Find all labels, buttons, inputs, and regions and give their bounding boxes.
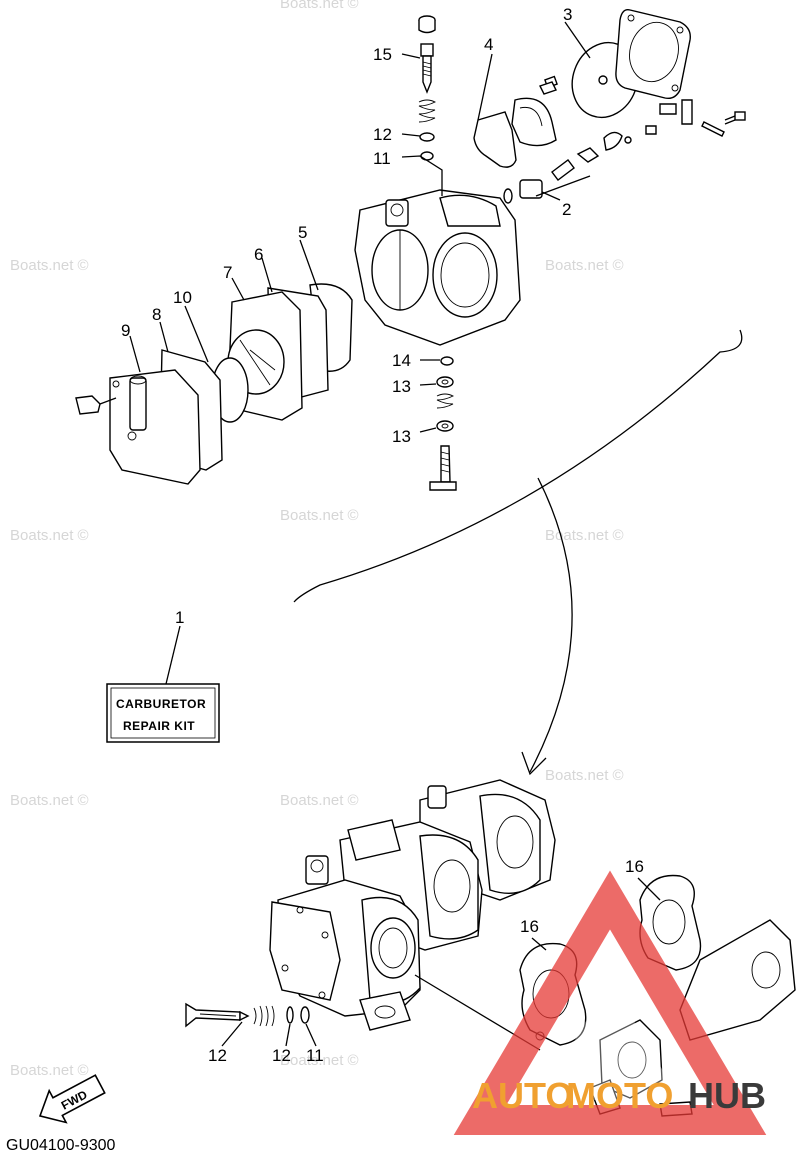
part-11-o-ring (300, 1006, 310, 1024)
callout-7: 7 (223, 263, 232, 282)
part-2-needle-valve (503, 147, 600, 204)
part-11-o-ring (420, 151, 434, 161)
watermark: Boats.net © (10, 527, 89, 544)
logo-text-auto: AUTO (472, 1075, 573, 1116)
assembly-arrow-head (521, 751, 547, 776)
watermark: Boats.net © (545, 257, 624, 274)
callout-13: 13 (392, 427, 411, 446)
part-13-washer (436, 376, 454, 388)
carburetor-body (354, 189, 521, 346)
watermark: Boats.net © (545, 767, 624, 784)
callout-3: 3 (563, 5, 572, 24)
watermark: Boats.net © (280, 507, 359, 524)
callout-15: 15 (373, 45, 392, 64)
watermark: Boats.net © (545, 527, 624, 544)
watermark: Boats.net © (280, 1052, 359, 1069)
repair-kit-label: CARBURETOR REPAIR KIT (106, 683, 220, 743)
lower-jet-parts (429, 356, 457, 491)
carburetor-exploded-view (75, 9, 746, 776)
carburetor-assembly (269, 779, 556, 1031)
part-12-washer (419, 132, 435, 142)
callouts-top: 3 4 15 12 11 2 5 6 7 10 8 9 14 13 13 1 (121, 5, 572, 627)
part-12-washer (286, 1006, 294, 1024)
callout-4: 4 (484, 35, 493, 54)
logo-text-moto: MOTO (566, 1075, 673, 1116)
spring (253, 1005, 275, 1027)
callouts-bottom: 16 16 12 12 11 (208, 857, 661, 1065)
part-4-fuel-pump (473, 97, 557, 168)
callout-11: 11 (306, 1046, 324, 1065)
logo-text-hub: HUB (688, 1075, 766, 1116)
watermark: Boats.net © (10, 792, 89, 809)
callout-1: 1 (175, 608, 184, 627)
callout-12: 12 (208, 1046, 227, 1065)
repair-kit-line2: REPAIR KIT (123, 719, 195, 733)
watermark: Boats.net © (280, 792, 359, 809)
automotohub-logo: AUTO MOTO HUB (453, 870, 767, 1135)
part-14-o-ring (440, 356, 454, 366)
callout-9: 9 (121, 321, 130, 340)
watermark: Boats.net © (10, 257, 89, 274)
callout-16: 16 (520, 917, 539, 936)
watermark: Boats.net © (10, 1062, 89, 1079)
spring (436, 393, 455, 409)
repair-kit-line1: CARBURETOR (116, 697, 206, 711)
callout-14: 14 (392, 351, 411, 370)
watermarks: Boats.net © Boats.net © Boats.net © Boat… (10, 0, 624, 1079)
callout-10: 10 (173, 288, 192, 307)
callout-8: 8 (152, 305, 161, 324)
watermark: Boats.net © (280, 0, 359, 12)
leader-lines (129, 21, 591, 685)
callout-16: 16 (625, 857, 644, 876)
callout-6: 6 (254, 245, 263, 264)
part-15-pilot-screw (418, 15, 437, 123)
assembly-arrow (529, 477, 573, 773)
callout-12: 12 (373, 125, 392, 144)
callout-5: 5 (298, 223, 307, 242)
diaphragm-screws (539, 75, 746, 151)
fwd-arrow: FWD (38, 1074, 106, 1124)
group-bracket (293, 329, 743, 603)
callout-2: 2 (562, 200, 571, 219)
part-3-diaphragm (571, 9, 691, 119)
callout-11: 11 (373, 149, 391, 168)
part-9-cover (109, 369, 201, 485)
callout-12: 12 (272, 1046, 291, 1065)
float-chamber-stack (75, 283, 353, 485)
diagram-code: GU04100-9300 (6, 1137, 116, 1154)
part-13-washer (436, 420, 454, 432)
callout-13: 13 (392, 377, 411, 396)
